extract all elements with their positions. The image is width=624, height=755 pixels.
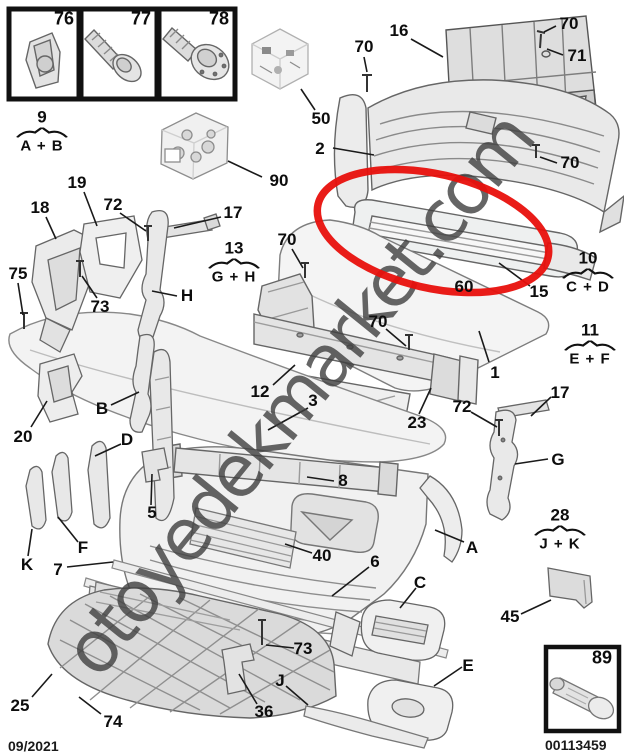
part-label: 17 — [223, 203, 243, 222]
bracket-G-drawing — [486, 399, 550, 521]
part-label: 50 — [311, 109, 331, 128]
bracket-5-drawing — [141, 447, 169, 483]
cube-50-drawing — [251, 28, 309, 90]
part-label: 36 — [254, 702, 274, 721]
part-label: 16 — [389, 21, 409, 40]
group-combo: A + B — [20, 137, 64, 155]
duct-18-drawing — [31, 229, 95, 353]
group-label-28-JK: 28 J + K — [533, 506, 587, 553]
lower-beam-8-drawing — [167, 443, 399, 497]
part-label: 17 — [550, 383, 570, 402]
part-label: 70 — [354, 37, 374, 56]
group-label-13-GH: 13 G + H — [207, 239, 261, 286]
part-label: 12 — [250, 382, 270, 401]
part-label: 72 — [103, 195, 123, 214]
brace-icon — [208, 258, 260, 269]
fog-bezel-C-drawing — [329, 599, 446, 661]
part-label: 7 — [53, 560, 63, 579]
group-combo: G + H — [211, 268, 257, 286]
footer-date: 09/2021 — [8, 738, 59, 754]
duct-19-drawing — [79, 215, 143, 299]
box-90-drawing — [160, 112, 229, 180]
part-label: F — [77, 538, 89, 557]
part-label: 60 — [454, 277, 474, 296]
part-label: E — [462, 656, 474, 675]
clip-76-drawing — [25, 32, 61, 89]
diagram-code: 00113459 — [545, 737, 607, 753]
part-label: G — [551, 450, 565, 469]
part-label: D — [120, 430, 134, 449]
part-label: C — [413, 573, 427, 592]
part-label: 6 — [370, 552, 380, 571]
reinforcement-beam-23-drawing — [253, 273, 479, 405]
part-label: 23 — [407, 413, 427, 432]
group-number: 9 — [37, 107, 47, 127]
part-label: 15 — [529, 282, 549, 301]
bracket-20-drawing — [37, 353, 83, 423]
part-label: 72 — [452, 397, 472, 416]
box-label-89: 89 — [591, 647, 613, 668]
part-label: 5 — [147, 503, 157, 522]
corner-piece-A-drawing — [419, 475, 463, 563]
part-label: 45 — [500, 607, 520, 626]
part-label: 73 — [90, 297, 110, 316]
plate-45-drawing — [547, 567, 593, 609]
group-number: 11 — [581, 320, 599, 340]
group-label-11-EF: 11 E + F — [563, 321, 617, 368]
group-combo: J + K — [539, 535, 581, 553]
part-label: 2 — [315, 139, 325, 158]
part-label: J — [275, 671, 285, 690]
screw-78-drawing — [162, 26, 230, 81]
grille-strip-40-drawing — [189, 507, 297, 569]
part-label: 70 — [277, 230, 297, 249]
part-label: 19 — [67, 173, 87, 192]
part-label: 70 — [559, 14, 579, 33]
part-label: H — [180, 286, 194, 305]
part-label: 71 — [567, 46, 587, 65]
part-label: 70 — [560, 153, 580, 172]
brace-icon — [564, 340, 616, 351]
box-label-77: 77 — [130, 8, 152, 29]
part-label: 8 — [338, 471, 348, 490]
part-label: 74 — [103, 712, 123, 731]
part-label: 75 — [8, 264, 28, 283]
part-label: K — [20, 555, 34, 574]
screw-pins — [20, 30, 551, 645]
part-label: A — [465, 538, 479, 557]
rivet-box-89-drawing — [543, 644, 622, 734]
group-combo: C + D — [566, 278, 610, 296]
strip-J-drawing — [303, 705, 429, 749]
group-number: 10 — [578, 248, 598, 268]
bracket-36-drawing — [221, 643, 255, 695]
group-number: 28 — [550, 505, 570, 525]
part-label: B — [95, 399, 109, 418]
leader-lines — [17, 25, 564, 715]
box-label-76: 76 — [53, 8, 75, 29]
part-label: 73 — [293, 639, 313, 658]
brace-icon — [16, 127, 68, 138]
group-label-9-AB: 9 A + B — [15, 108, 69, 155]
part-label: 18 — [30, 198, 50, 217]
part-label: 40 — [312, 546, 332, 565]
part-label: 20 — [13, 427, 33, 446]
blade-B-drawing — [129, 333, 155, 433]
part-label: 1 — [490, 363, 500, 382]
part-label: 25 — [10, 696, 30, 715]
group-combo: E + F — [569, 350, 611, 368]
group-label-10-CD: 10 C + D — [561, 249, 615, 296]
part-label: 90 — [269, 171, 289, 190]
box-label-78: 78 — [208, 8, 230, 29]
group-number: 13 — [224, 238, 244, 258]
part-label: 3 — [308, 391, 318, 410]
screw-77-drawing — [84, 28, 142, 83]
brace-icon — [562, 268, 614, 279]
brace-icon — [534, 525, 586, 536]
part-label: 70 — [368, 312, 388, 331]
